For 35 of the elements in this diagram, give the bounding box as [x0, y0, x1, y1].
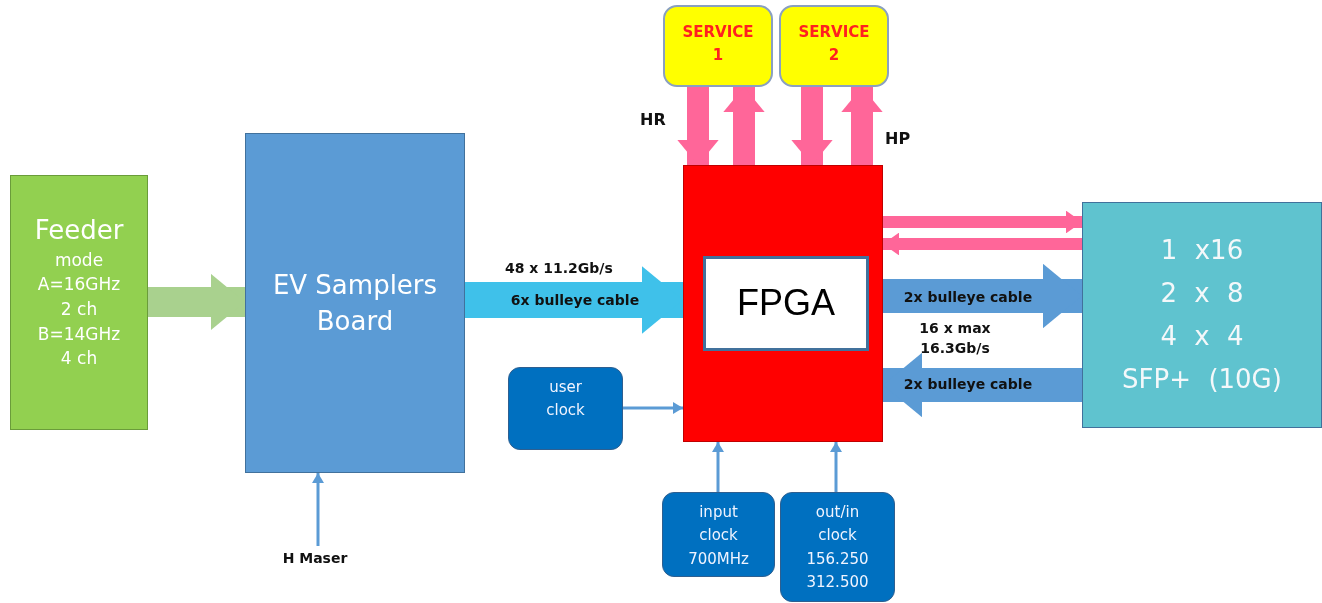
- arrow: [830, 441, 842, 492]
- clock-box: [780, 492, 895, 602]
- arrow: [623, 402, 684, 414]
- node-text: SFP+ (10G): [1122, 362, 1282, 396]
- note-label: 48 x 11.2Gb/s: [505, 259, 614, 278]
- clock-box: [508, 367, 623, 450]
- node-text: input clock 700MHz: [687, 502, 750, 570]
- node-text: FPGA: [737, 281, 835, 326]
- process-box: [245, 133, 465, 473]
- node-text: EV Samplers Board: [271, 268, 439, 338]
- port-box: [1082, 202, 1322, 428]
- note-label: 16 x max 16.3Gb/s: [918, 319, 992, 359]
- clock-box: [662, 492, 775, 577]
- node-title: Feeder: [34, 214, 124, 247]
- process-box: [703, 256, 869, 351]
- node-text: SERVICE 2: [797, 22, 871, 67]
- node-text: 4 x 4: [1160, 320, 1244, 353]
- service-box: [663, 5, 773, 87]
- node-text: mode A=16GHz 2 ch B=14GHz 4 ch: [37, 248, 121, 371]
- node-text: out/in clock 156.250 312.500: [805, 502, 870, 593]
- signal-label: HP: [885, 128, 912, 150]
- node-text: SERVICE 1: [681, 22, 755, 67]
- feeder-box: [10, 175, 148, 430]
- arrow: [312, 472, 324, 546]
- node-text: user clock: [545, 377, 586, 422]
- node-text: H Maser: [282, 550, 348, 566]
- service-box: [779, 5, 889, 87]
- edge-label: 2x bulleye cable: [902, 375, 1034, 393]
- arrow: [712, 441, 724, 492]
- node-text: 2 x 8: [1160, 277, 1244, 311]
- chip-box: [683, 165, 883, 442]
- signal-label: HR: [640, 109, 667, 131]
- node-text: 1 x16: [1160, 234, 1244, 268]
- edge-label: 2x bulleye cable: [902, 288, 1034, 306]
- edge-label: 6x bulleye cable: [509, 291, 641, 309]
